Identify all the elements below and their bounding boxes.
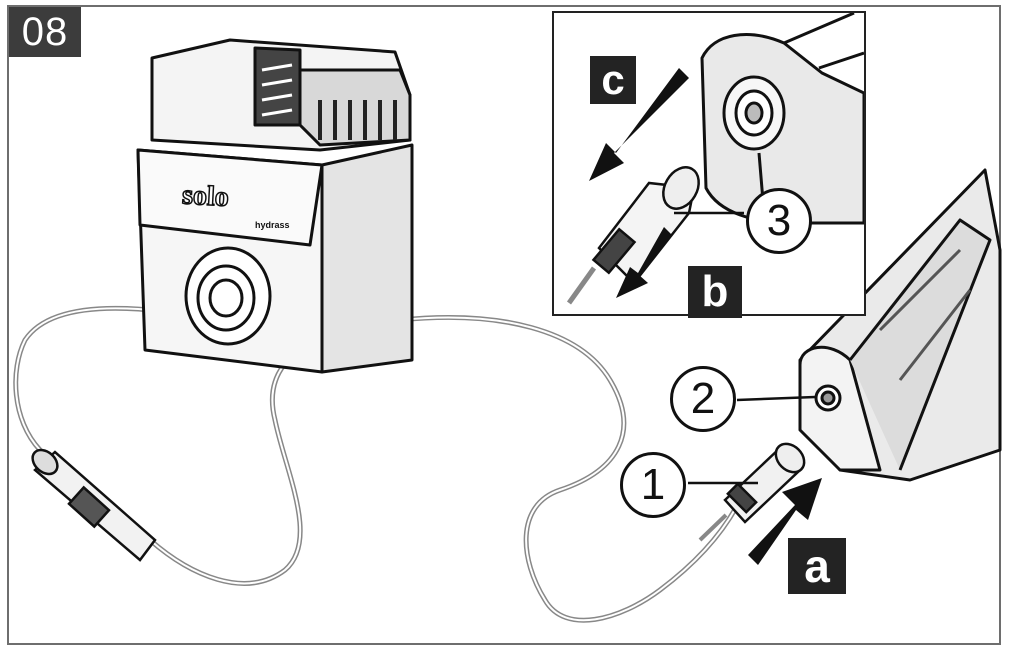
sprayer-handle [798,168,1002,482]
arrow-c [589,68,689,181]
step-number-badge: 08 [9,7,81,57]
arrow-a [748,478,822,565]
label-c: c [590,56,636,104]
callout-2: 2 [670,366,736,432]
brand-subtext: hydrass [255,220,290,230]
callout-3: 3 [746,188,812,254]
battery-box [136,38,414,374]
brand-logo: solo [181,180,229,213]
left-plug [31,448,157,562]
detail-illustration [566,11,866,305]
callout-1: 1 [620,452,686,518]
label-a: a [788,538,846,594]
arrow-b [616,227,672,298]
label-b: b [688,266,742,318]
right-plug [698,442,806,542]
